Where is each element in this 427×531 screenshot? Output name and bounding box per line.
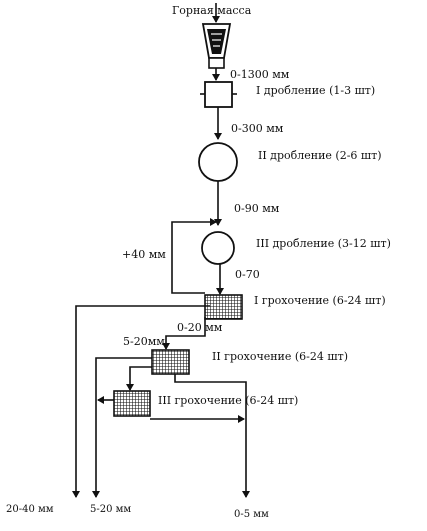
- oversize-return-loop: [171, 218, 217, 294]
- crusher-1: [200, 81, 237, 108]
- size-after-screen1: 0-20 мм: [177, 321, 223, 334]
- feed-hopper: [201, 23, 232, 69]
- flow-screen2-to-fines: [174, 374, 250, 498]
- input-label: Горная масса: [172, 4, 252, 17]
- crusher-1-label: I дробление (1-3 шт): [256, 84, 375, 97]
- flow-screen2-to-screen3: [126, 366, 152, 391]
- screen-3-label: III грохочение (6-24 шт): [158, 394, 298, 407]
- screen-1-label: I грохочение (6-24 шт): [254, 294, 386, 307]
- size-oversize-return: +40 мм: [122, 248, 166, 261]
- crusher-3: [201, 231, 235, 265]
- flow-product-coarse: [72, 305, 210, 498]
- crusher-2-label: II дробление (2-6 шт): [258, 149, 382, 162]
- product-coarse-label: 20-40 мм: [6, 504, 54, 515]
- size-feed: 0-1300 мм: [230, 68, 290, 81]
- product-medium-label: 5-20 мм: [90, 504, 131, 515]
- size-after-crush1: 0-300 мм: [231, 122, 284, 135]
- screen-2-label: II грохочение (6-24 шт): [212, 350, 348, 363]
- flow-product-medium: [92, 357, 152, 498]
- screen-3: [113, 390, 151, 417]
- screen-1: [204, 294, 243, 320]
- screen-2: [151, 349, 190, 375]
- crusher-3-label: III дробление (3-12 шт): [256, 237, 391, 250]
- size-screen2-top: 5-20мм: [123, 335, 165, 348]
- product-fine-label: 0-5 мм: [234, 509, 269, 520]
- crusher-2: [198, 142, 238, 182]
- size-after-crush2: 0-90 мм: [234, 202, 280, 215]
- flow-screen1-to-screen2: [162, 317, 206, 350]
- size-after-crush3: 0-70: [235, 268, 260, 281]
